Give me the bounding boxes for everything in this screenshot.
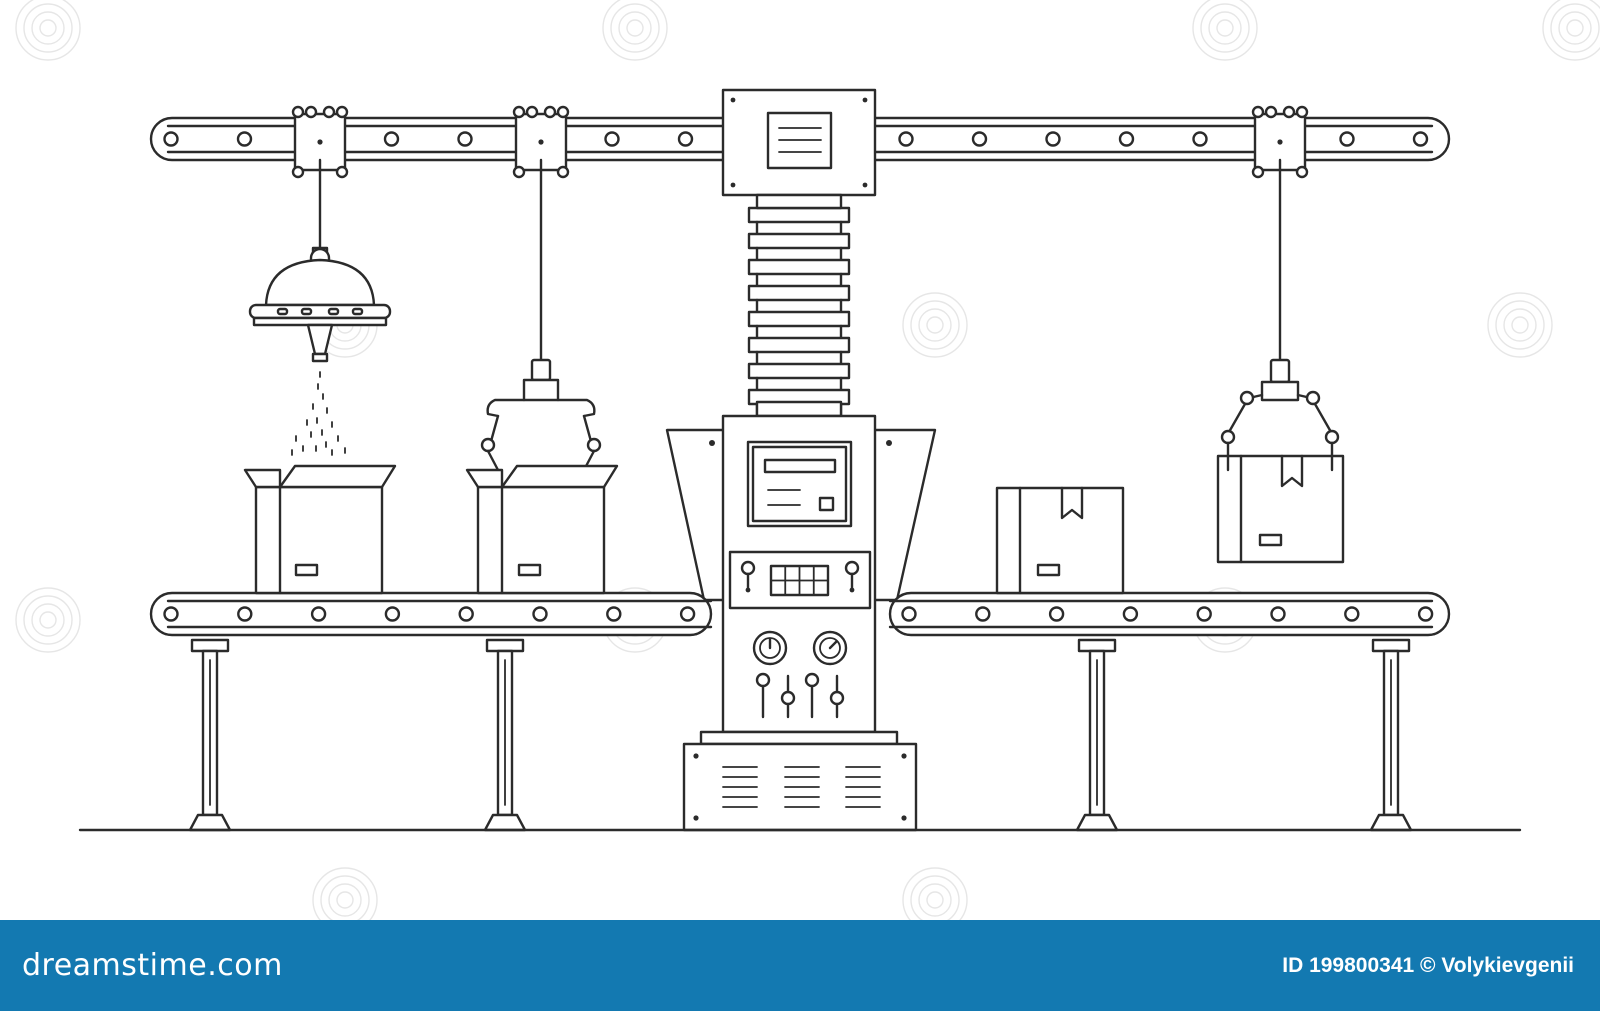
conveyor-belt <box>149 591 1451 637</box>
powder-dispenser <box>248 158 392 456</box>
open-box-sealing <box>465 464 619 595</box>
brand-logo[interactable]: dreamstime.com <box>22 948 283 983</box>
lifted-box <box>1216 441 1345 564</box>
stock-banner: dreamstime.com ID 199800341 © Volykievge… <box>0 920 1600 1011</box>
open-box-filling <box>243 464 397 595</box>
image-credit: ID 199800341 © Volykievgenii <box>1282 953 1574 977</box>
lifting-gripper <box>1220 158 1340 445</box>
central-machine <box>665 88 937 832</box>
conveyor-illustration <box>15 0 1600 920</box>
robotic-gripper <box>480 158 602 472</box>
sealed-box <box>995 486 1125 595</box>
